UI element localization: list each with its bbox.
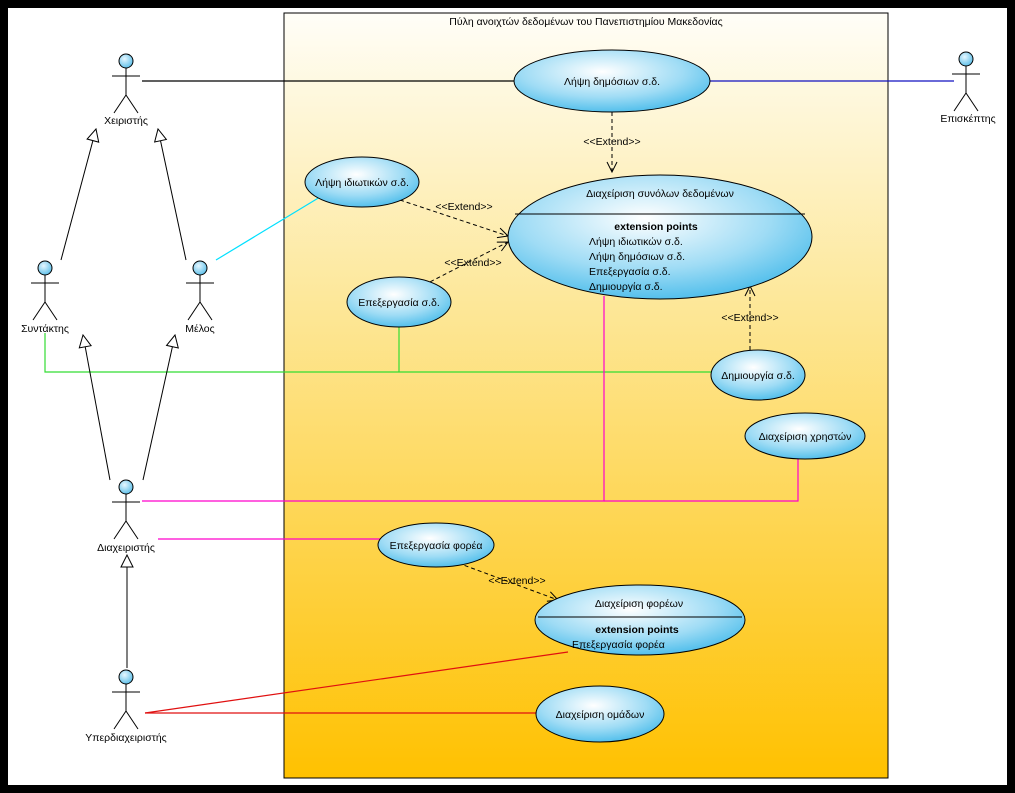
use-case-edit-ds[interactable]: Επεξεργασία σ.δ.: [346, 276, 452, 328]
actor-admin-label: Διαχειριστής: [97, 542, 155, 554]
use-case-edit-ds-label: Επεξεργασία σ.δ.: [358, 297, 440, 309]
extend-edit-dataset: [423, 242, 508, 286]
assoc-editor-create: [44, 333, 714, 373]
actor-editor[interactable]: Συντάκτης: [21, 260, 69, 335]
system-boundary: Πύλη ανοιχτών δεδομένων του Πανεπιστημίο…: [283, 12, 889, 779]
extend-orgedit-orgmgmt: [457, 562, 558, 600]
generalizations: [60, 129, 187, 668]
use-case-user-mgmt[interactable]: Διαχείριση χρηστών: [744, 412, 866, 460]
extend-private-dataset: [399, 199, 508, 236]
system-title: Πύλη ανοιχτών δεδομένων του Πανεπιστημίο…: [449, 16, 722, 28]
dataset-mgmt-ext-point: Επεξεργασία σ.δ.: [589, 266, 671, 278]
extend-label-create: <<Extend>>: [721, 312, 778, 324]
actor-operator-label: Χειριστής: [104, 115, 148, 127]
assoc-superadmin-orgmgmt: [144, 651, 569, 714]
actor-editor-label: Συντάκτης: [21, 323, 69, 335]
use-case-group-mgmt-label: Διαχείριση ομάδων: [556, 709, 645, 721]
use-case-create-ds-label: Δημιουργία σ.δ.: [721, 370, 795, 382]
actor-visitor-label: Επισκέπτης: [940, 113, 995, 125]
actor-member-label: Μέλος: [185, 323, 214, 335]
org-mgmt-ext-title: extension points: [595, 624, 679, 636]
assoc-admin-users: [604, 459, 799, 502]
use-case-public-get-label: Λήψη δημόσιων σ.δ.: [564, 76, 660, 88]
actor-operator[interactable]: Χειριστής: [104, 53, 148, 127]
gen-member-operator: [158, 129, 187, 261]
use-case-public-get[interactable]: Λήψη δημόσιων σ.δ.: [513, 49, 711, 113]
dataset-mgmt-ext-title: extension points: [614, 221, 698, 233]
actor-admin[interactable]: Διαχειριστής: [97, 479, 155, 554]
use-case-user-mgmt-label: Διαχείριση χρηστών: [759, 431, 852, 443]
actor-superadmin[interactable]: Υπερδιαχειριστής: [85, 669, 167, 744]
org-mgmt-ext-point: Επεξεργασία φορέα: [572, 639, 665, 651]
assoc-member-private: [215, 196, 321, 261]
use-case-private-get[interactable]: Λήψη ιδιωτικών σ.δ.: [304, 156, 420, 208]
associations: [44, 80, 954, 714]
extend-label-edit: <<Extend>>: [444, 257, 501, 269]
use-case-create-ds[interactable]: Δημιουργία σ.δ.: [710, 349, 806, 401]
use-case-org-edit[interactable]: Επεξεργασία φορέα: [377, 522, 495, 568]
org-mgmt-name: Διαχείριση φορέων: [595, 598, 683, 610]
dataset-mgmt-name: Διαχείριση συνόλων δεδομένων: [586, 188, 734, 200]
dataset-mgmt-ext-point: Λήψη ιδιωτικών σ.δ.: [589, 236, 683, 248]
extend-dependencies: [399, 112, 750, 600]
actor-visitor[interactable]: Επισκέπτης: [940, 51, 996, 125]
extend-label-private: <<Extend>>: [435, 201, 492, 213]
use-case-dataset-mgmt[interactable]: Διαχείριση συνόλων δεδομένων extension p…: [507, 174, 813, 300]
gen-admin-editor: [83, 335, 111, 481]
use-case-org-edit-label: Επεξεργασία φορέα: [390, 540, 483, 552]
dataset-mgmt-ext-point: Δημιουργία σ.δ.: [589, 281, 663, 293]
extend-labels: <<Extend>> <<Extend>> <<Extend>> <<Exten…: [435, 136, 778, 587]
gen-admin-member: [142, 335, 175, 481]
actor-member[interactable]: Μέλος: [185, 260, 215, 335]
use-case-org-mgmt[interactable]: Διαχείριση φορέων extension points Επεξε…: [534, 584, 746, 656]
dataset-mgmt-ext-point: Λήψη δημόσιων σ.δ.: [589, 251, 685, 263]
actor-superadmin-label: Υπερδιαχειριστής: [85, 732, 167, 744]
use-case-private-get-label: Λήψη ιδιωτικών σ.δ.: [315, 177, 409, 189]
gen-editor-operator: [60, 129, 96, 261]
use-case-group-mgmt[interactable]: Διαχείριση ομάδων: [535, 685, 665, 743]
extend-label-public: <<Extend>>: [583, 136, 640, 148]
extend-label-orgedit: <<Extend>>: [488, 575, 545, 587]
